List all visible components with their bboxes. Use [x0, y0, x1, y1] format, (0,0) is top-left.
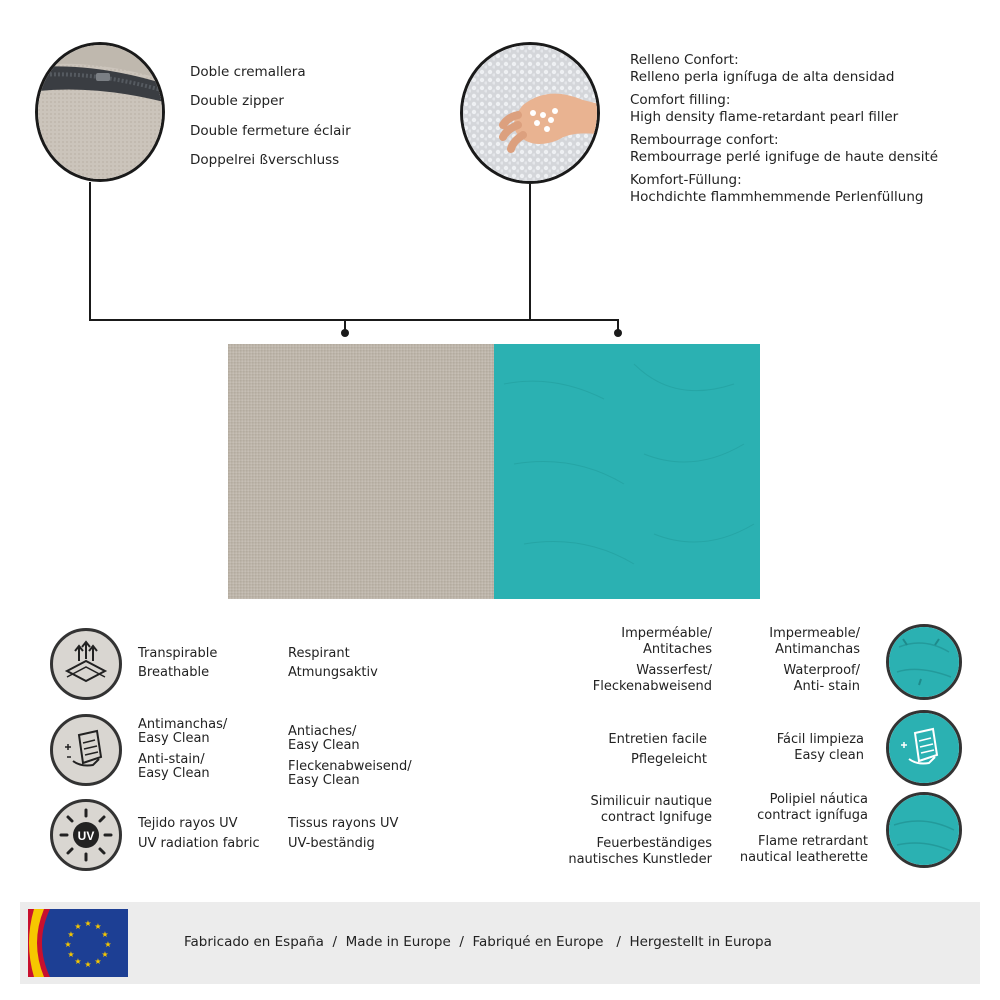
easy-clean-labels-col1: Antimanchas/ Easy Clean Anti-stain/ Easy… — [138, 718, 227, 781]
uv-labels-col1: Tejido rayos UV UV radiation fabric — [138, 816, 260, 852]
connector-right-vertical — [529, 184, 531, 321]
uv-labels-col2: Tissus rayons UV UV-beständig — [288, 816, 398, 852]
svg-text:★: ★ — [84, 960, 91, 969]
svg-text:★: ★ — [94, 922, 101, 931]
zipper-label-list: Doble cremallera Double zipper Double fe… — [190, 64, 351, 169]
pearl-filling-image — [460, 42, 600, 184]
feature-label: Easy Clean — [138, 731, 210, 746]
svg-text:★: ★ — [74, 922, 81, 931]
eu-spain-flag: ★★★ ★★★ ★★★ ★★★ — [28, 909, 128, 977]
zipper-label-es: Doble cremallera — [190, 64, 306, 80]
easy-clean-labels-col2: Antiaches/ Easy Clean Fleckenabweisend/ … — [288, 725, 412, 788]
waterproof-icon — [886, 624, 962, 700]
feature-label: Fácil limpieza — [776, 732, 864, 747]
feature-label: Easy Clean — [288, 773, 360, 788]
made-in-europe-text: Fabricado en España / Made in Europe / F… — [184, 934, 772, 950]
leatherette-labels-col2: Polipiel náutica contract ignífuga Flame… — [720, 792, 868, 866]
breathable-labels-col2: Respirant Atmungsaktiv — [288, 646, 378, 681]
feature-label: Atmungsaktiv — [288, 665, 378, 680]
zipper-label-en: Double zipper — [190, 93, 284, 109]
filling-block-de: Komfort-Füllung: Hochdichte flammhemmend… — [630, 172, 938, 206]
filling-heading: Komfort-Füllung: — [630, 172, 742, 188]
uv-icon: UV — [50, 799, 122, 871]
filling-detail: Rembourrage perlé ignifuge de haute dens… — [630, 149, 939, 165]
feature-label: Easy Clean — [138, 766, 210, 781]
feature-label: Fleckenabweisend — [592, 679, 712, 694]
feature-label: Feuerbeständiges — [596, 836, 712, 851]
zipper-label-de: Doppelrei ßverschluss — [190, 152, 340, 168]
filling-block-fr: Rembourrage confort: Rembourrage perlé i… — [630, 132, 938, 166]
breathable-icon — [50, 628, 122, 700]
feature-label: Flame retrardant — [758, 834, 868, 849]
made-in-europe-banner: ★★★ ★★★ ★★★ ★★★ Fabricado en España / Ma… — [20, 902, 980, 984]
waterproof-labels-col2: Impermeable/ Antimanchas Waterproof/ Ant… — [720, 626, 860, 695]
feature-label: contract Ignifuge — [600, 810, 712, 825]
leatherette-icon — [886, 792, 962, 868]
feature-label: Fleckenabweisend/ — [288, 759, 412, 774]
svg-text:★: ★ — [101, 930, 108, 939]
filling-description: Relleno Confort: Relleno perla ignífuga … — [630, 52, 938, 206]
wipe-clean-icon — [886, 710, 962, 786]
svg-text:★: ★ — [94, 957, 101, 966]
svg-text:★: ★ — [67, 930, 74, 939]
filling-detail: High density flame-retardant pearl fille… — [630, 109, 899, 125]
feature-label: Impermeable/ — [769, 626, 860, 641]
filling-heading: Comfort filling: — [630, 92, 731, 108]
connector-horizontal — [89, 319, 619, 321]
filling-block-es: Relleno Confort: Relleno perla ignífuga … — [630, 52, 938, 86]
svg-text:★: ★ — [104, 940, 111, 949]
feature-label: Easy clean — [794, 748, 864, 763]
easy-clean-icon — [50, 714, 122, 786]
feature-label: Tissus rayons UV — [288, 816, 399, 831]
feature-label: Antimanchas/ — [138, 717, 228, 732]
feature-label: Transpirable — [138, 646, 218, 661]
leatherette-labels-col1: Similicuir nautique contract Ignifuge Fe… — [520, 794, 712, 868]
fabric-swatch-leatherette — [494, 344, 760, 599]
svg-text:★: ★ — [84, 919, 91, 928]
feature-label: nautical leatherette — [739, 850, 868, 865]
wipe-clean-labels-col2: Fácil limpieza Easy clean — [720, 732, 864, 764]
wipe-clean-labels-col1: Entretien facile Pflegeleicht — [520, 732, 707, 768]
connector-dot-left — [341, 329, 349, 337]
uv-icon-text: UV — [78, 829, 95, 843]
fabric-swatch-canvas — [228, 344, 494, 599]
feature-label: Breathable — [138, 665, 210, 680]
feature-label: Antiaches/ — [288, 724, 357, 739]
waterproof-labels-col1: Imperméable/ Antitaches Wasserfest/ Flec… — [520, 626, 712, 695]
zipper-label-fr: Double fermeture éclair — [190, 123, 351, 139]
feature-label: Easy Clean — [288, 738, 360, 753]
feature-label: Anti- stain — [793, 679, 860, 694]
feature-label: Respirant — [288, 646, 350, 661]
feature-label: Waterproof/ — [783, 663, 860, 678]
breathable-labels-col1: Transpirable Breathable — [138, 646, 217, 681]
feature-label: Entretien facile — [608, 732, 707, 747]
connector-drop-right — [617, 319, 619, 333]
feature-label: Similicuir nautique — [590, 794, 712, 809]
svg-text:★: ★ — [64, 940, 71, 949]
feature-label: UV radiation fabric — [138, 836, 260, 851]
feature-label: Antimanchas — [775, 642, 860, 657]
connector-drop-left — [344, 319, 346, 333]
feature-label: Polipiel náutica — [769, 792, 868, 807]
feature-label: Pflegeleicht — [631, 752, 707, 767]
feature-label: contract ignífuga — [757, 808, 868, 823]
feature-label: Anti-stain/ — [138, 752, 205, 767]
filling-detail: Relleno perla ignífuga de alta densidad — [630, 69, 895, 85]
feature-label: Wasserfest/ — [636, 663, 712, 678]
filling-detail: Hochdichte flammhemmende Perlenfüllung — [630, 189, 924, 205]
feature-label: Tejido rayos UV — [138, 816, 238, 831]
zipper-detail-image — [35, 42, 165, 182]
svg-text:★: ★ — [67, 950, 74, 959]
feature-label: nautisches Kunstleder — [568, 852, 712, 867]
filling-heading: Rembourrage confort: — [630, 132, 779, 148]
feature-label: Imperméable/ — [621, 626, 712, 641]
filling-block-en: Comfort filling: High density flame-reta… — [630, 92, 938, 126]
svg-text:★: ★ — [101, 950, 108, 959]
connector-left-vertical — [89, 182, 91, 321]
svg-text:★: ★ — [74, 957, 81, 966]
filling-heading: Relleno Confort: — [630, 52, 739, 68]
feature-label: UV-beständig — [288, 836, 375, 851]
feature-label: Antitaches — [642, 642, 712, 657]
connector-dot-right — [614, 329, 622, 337]
